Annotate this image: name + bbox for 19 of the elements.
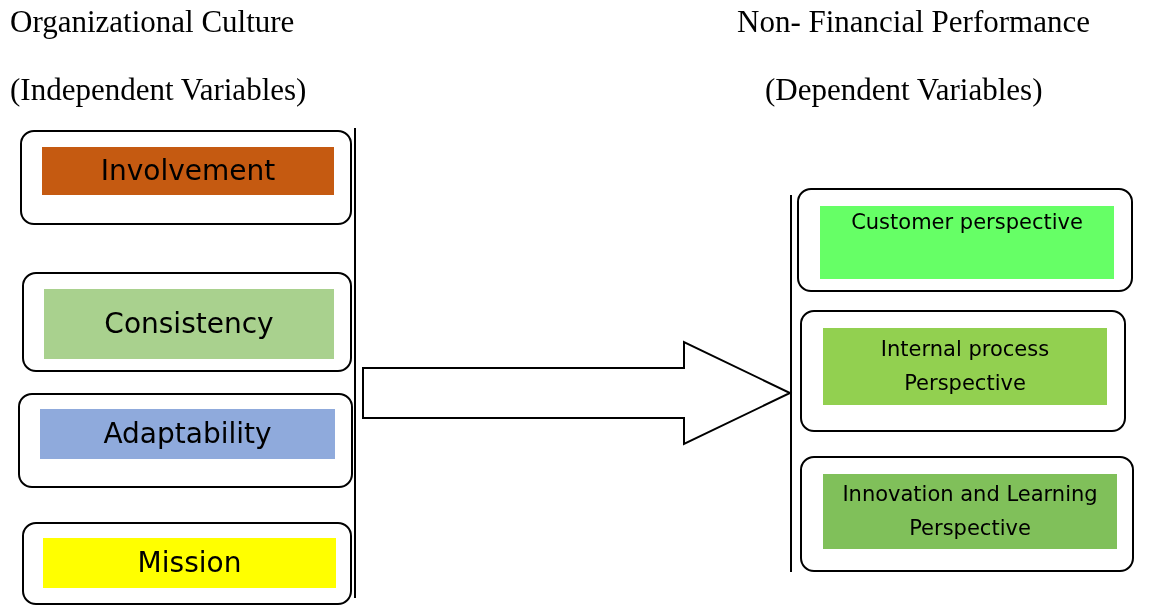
heading-text: (Independent Variables) [10, 72, 307, 108]
variable-label: Innovation and Learning Perspective [823, 474, 1117, 549]
heading-text: Non- Financial Performance [737, 4, 1090, 40]
variable-label: Consistency [44, 289, 334, 359]
variable-label: Mission [43, 538, 336, 588]
rounded-box [18, 393, 353, 488]
variable-label: Adaptability [40, 409, 335, 459]
rounded-box [800, 456, 1134, 572]
variable-label: Involvement [42, 147, 334, 195]
heading-text: Organizational Culture [10, 4, 295, 40]
rounded-box [22, 272, 352, 372]
rounded-box [800, 310, 1126, 432]
variable-label: Internal process Perspective [823, 328, 1107, 405]
rounded-box [20, 130, 352, 225]
rounded-box [797, 188, 1133, 292]
variable-label: Customer perspective [820, 206, 1114, 279]
block-arrow [362, 340, 793, 446]
rounded-box [22, 522, 352, 605]
heading-text: (Dependent Variables) [765, 72, 1043, 108]
